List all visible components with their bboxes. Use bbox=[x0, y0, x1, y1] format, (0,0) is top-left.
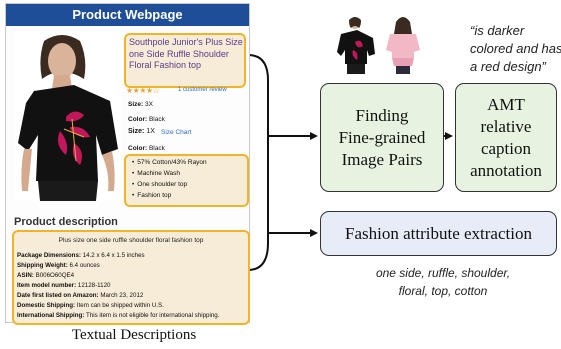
description-intro: Plus size one side ruffle shoulder flora… bbox=[58, 237, 204, 244]
product-description-heading: Product description bbox=[14, 216, 118, 228]
product-model-image bbox=[14, 31, 122, 201]
feature-list-highlight: 57% Cotton/43% Rayon Machine Wash One sh… bbox=[124, 154, 249, 207]
color-selected: Color: Black bbox=[128, 116, 165, 123]
pair-image-pink-top bbox=[384, 14, 422, 74]
finding-image-pairs-box: Finding Fine-grained Image Pairs bbox=[320, 83, 444, 192]
size-selected: Size: 3X bbox=[128, 101, 153, 108]
detail-row: ASIN: B006O60QE4 bbox=[17, 272, 75, 279]
detail-row: Item model number: 12128-1120 bbox=[17, 282, 111, 289]
webpage-header: Product Webpage bbox=[6, 4, 249, 26]
feature-item: 57% Cotton/43% Rayon bbox=[132, 159, 206, 166]
finding-line: Image Pairs bbox=[341, 149, 423, 169]
attribute-line: one side, ruffle, shoulder, bbox=[375, 266, 511, 280]
size-option[interactable]: Size: 1X bbox=[128, 128, 155, 135]
feature-item: One shoulder top bbox=[132, 181, 187, 188]
quote-line: colored and has bbox=[470, 41, 561, 56]
size-chart-link[interactable]: Size Chart bbox=[161, 129, 192, 136]
right-bracket bbox=[247, 54, 269, 271]
detail-row: Package Dimensions: 14.2 x 6.4 x 1.5 inc… bbox=[17, 252, 145, 259]
quote-line: a red design” bbox=[470, 59, 546, 74]
amt-line: caption bbox=[480, 138, 532, 158]
attribute-extraction-box: Fashion attribute extraction bbox=[320, 211, 557, 256]
customer-review-link[interactable]: 1 customer review bbox=[178, 87, 227, 93]
amt-line: AMT bbox=[487, 94, 525, 114]
amt-annotation-box: AMT relative caption annotation bbox=[455, 83, 557, 192]
finding-line: Finding bbox=[355, 105, 409, 125]
detail-row: Shipping Weight: 6.4 ounces bbox=[17, 262, 100, 269]
finding-line: Fine-grained bbox=[338, 127, 426, 147]
color-option[interactable]: Color: Black bbox=[128, 145, 165, 152]
rating-stars: ★★★★☆ bbox=[126, 86, 160, 95]
textual-descriptions-caption: Textual Descriptions bbox=[71, 327, 197, 343]
extracted-attributes: one side, ruffle, shoulder, floral, top,… bbox=[358, 264, 528, 300]
relative-caption-quote: “is darker colored and has a red design” bbox=[470, 22, 561, 76]
feature-item: Fashion top bbox=[132, 192, 171, 199]
amt-line: annotation bbox=[470, 160, 542, 180]
feature-item: Machine Wash bbox=[132, 170, 180, 177]
pair-image-black-top bbox=[335, 14, 377, 74]
detail-row: Domestic Shipping: Item can be shipped w… bbox=[17, 302, 164, 309]
description-highlight: Plus size one side ruffle shoulder flora… bbox=[12, 230, 250, 325]
product-title-highlight: Southpole Junior's Plus Size one Side Ru… bbox=[124, 33, 246, 88]
detail-row: International Shipping: This item is not… bbox=[17, 312, 220, 319]
amt-line: relative bbox=[480, 116, 532, 136]
product-title[interactable]: Southpole Junior's Plus Size one Side Ru… bbox=[129, 37, 243, 70]
attribute-line: floral, top, cotton bbox=[398, 284, 488, 298]
detail-row: Date first listed on Amazon: March 23, 2… bbox=[17, 292, 144, 299]
product-webpage-panel: Product Webpage Southpole Junior's Plus … bbox=[5, 3, 250, 325]
quote-line: “is darker bbox=[470, 23, 525, 38]
